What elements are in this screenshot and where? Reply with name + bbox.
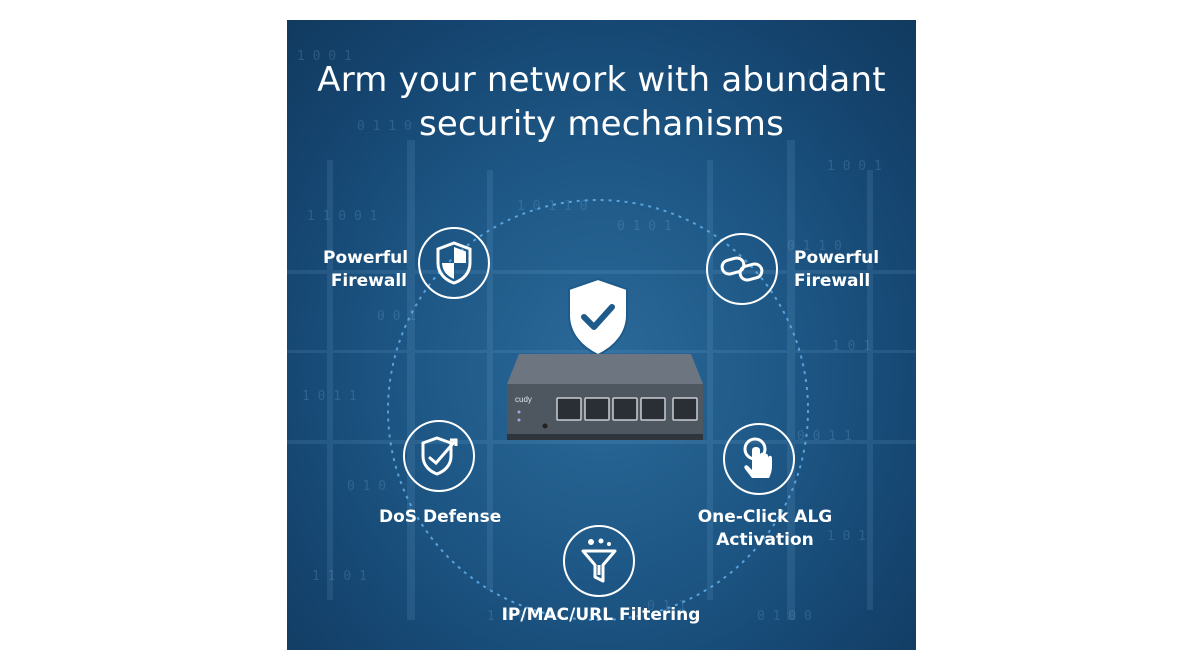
promo-panel: 1 0 0 1 0 1 1 0 1 1 0 0 1 0 0 1 1 0 1 1 0 1…: [287, 20, 916, 650]
headline-line-1: Arm your network with abundant: [317, 60, 886, 100]
headline: Arm your network with abundant security …: [287, 58, 916, 146]
feature-firewall-right: Powerful Firewall: [794, 248, 880, 291]
router-device: cudy: [507, 354, 703, 440]
svg-text:0 1 1: 0 1 1: [647, 599, 686, 614]
svg-text:0 0 1: 0 0 1: [377, 309, 416, 324]
svg-text:0 1 0 0: 0 1 0 0: [757, 609, 812, 624]
svg-text:0 1 1 0: 0 1 1 0: [357, 119, 412, 134]
svg-text:1 0 0 1: 1 0 0 1: [827, 159, 882, 174]
svg-text:1 0 1: 1 0 1: [832, 339, 871, 354]
svg-text:1 0 1 1: 1 0 1 1: [302, 389, 357, 404]
svg-text:1 1 0 1: 1 1 0 1: [312, 569, 367, 584]
dos-shield-icon: [421, 436, 458, 476]
svg-text:0 1 0 1: 0 1 0 1: [617, 219, 672, 234]
svg-text:0 1 1: 0 1 1: [807, 69, 846, 84]
shield-check-icon: [568, 277, 628, 357]
svg-text:1 0 0 1: 1 0 0 1: [297, 49, 352, 64]
svg-text:0 1 0: 0 1 0: [347, 479, 386, 494]
feature-filtering: IP/MAC/URL Filtering: [501, 605, 701, 625]
feature-alg-activation: One-Click ALG Activation: [697, 507, 833, 550]
dotted-ring: [387, 199, 809, 621]
chain-link-icon: [720, 256, 764, 282]
firewall-circle: [418, 227, 490, 299]
filter-funnel-icon: [581, 538, 617, 583]
shield-icon: [436, 241, 472, 285]
svg-text:0 0 1 1: 0 0 1 1: [797, 429, 852, 444]
svg-text:1 0 1: 1 0 1: [827, 529, 866, 544]
tap-hand-icon: [743, 437, 772, 478]
feature-dos-defense: DoS Defense: [379, 507, 502, 527]
dos-circle: [403, 420, 475, 492]
svg-text:1 0 0 1: 1 0 0 1: [487, 609, 542, 624]
device-brand: cudy: [515, 395, 532, 404]
feature-firewall-left: Powerful Firewall: [323, 248, 409, 291]
alg-circle: [723, 423, 795, 495]
link-circle: [706, 233, 778, 305]
svg-text:1 1 0 0 1: 1 1 0 0 1: [307, 209, 377, 224]
headline-line-2: security mechanisms: [418, 104, 785, 144]
filter-circle: [563, 525, 635, 597]
svg-text:0 1 1 0: 0 1 1 0: [787, 239, 842, 254]
